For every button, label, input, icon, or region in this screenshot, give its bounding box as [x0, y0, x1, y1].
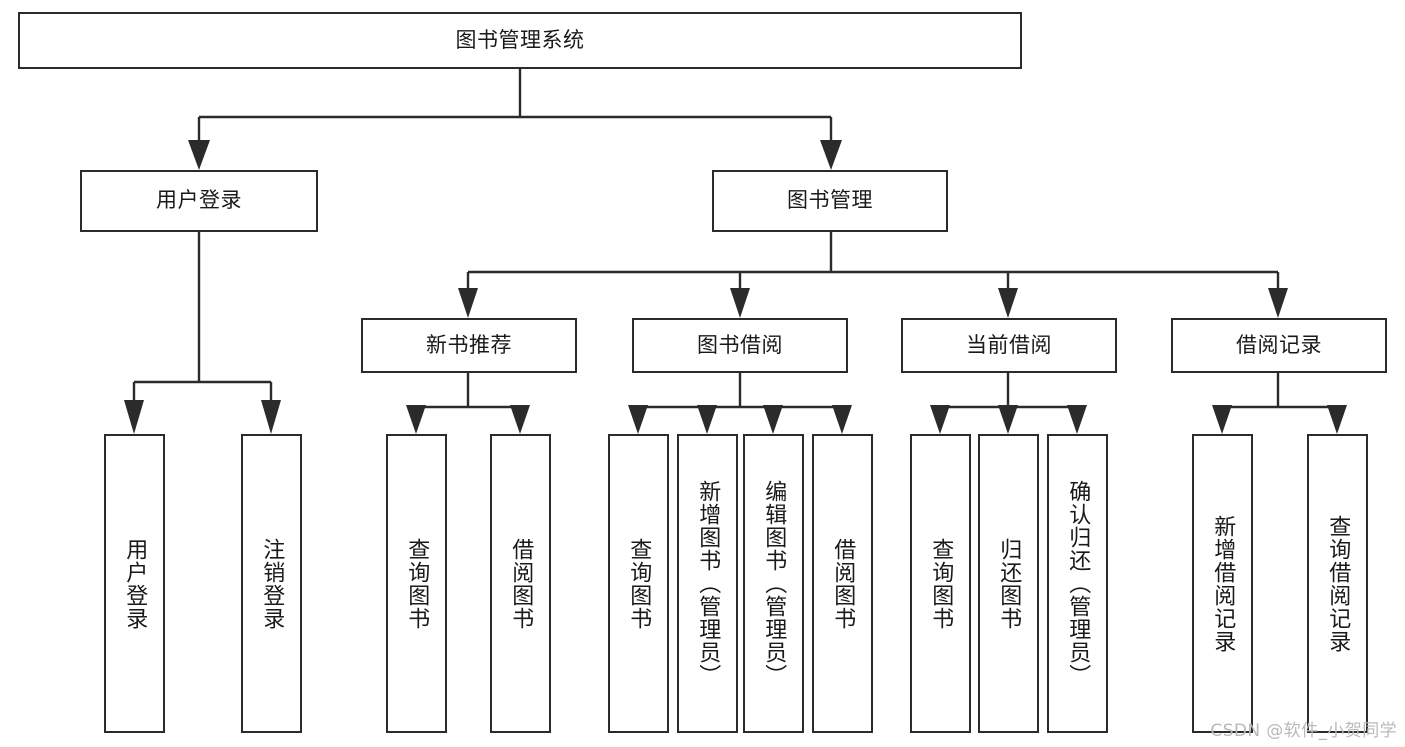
leaf-current-query-book[interactable]: 查询图书 [910, 434, 971, 733]
leaf-user-login-logout[interactable]: 注销登录 [241, 434, 302, 733]
arrowheads-userlogin [124, 400, 281, 434]
arrowheads-current [930, 405, 1087, 434]
node-label: 借阅记录 [1236, 332, 1322, 357]
node-root-system[interactable]: 图书管理系统 [18, 12, 1022, 69]
node-label: 查询图书 [928, 537, 954, 630]
node-label: 编辑图书（管理员） [761, 480, 787, 687]
leaf-record-add[interactable]: 新增借阅记录 [1192, 434, 1253, 733]
node-current-borrow[interactable]: 当前借阅 [901, 318, 1117, 373]
node-label: 查询图书 [626, 537, 652, 630]
node-label: 借阅图书 [508, 537, 534, 630]
arrowheads-newbook [406, 405, 530, 434]
node-label: 新增图书（管理员） [695, 480, 721, 687]
node-label: 确认归还（管理员） [1065, 480, 1091, 687]
connectors-record [1220, 373, 1339, 414]
arrowheads-record [1212, 405, 1347, 434]
leaf-borrow-add-book-admin[interactable]: 新增图书（管理员） [677, 434, 738, 733]
arrowheads-borrow [628, 405, 852, 434]
node-book-management[interactable]: 图书管理 [712, 170, 948, 232]
leaf-borrow-edit-book-admin[interactable]: 编辑图书（管理员） [743, 434, 804, 733]
connectors-root [197, 69, 833, 152]
leaf-current-confirm-return-admin[interactable]: 确认归还（管理员） [1047, 434, 1108, 733]
connectors-borrow [636, 373, 844, 414]
node-label: 图书管理系统 [455, 27, 585, 52]
node-label: 图书管理 [787, 188, 873, 213]
leaf-newbook-query[interactable]: 查询图书 [386, 434, 447, 733]
node-label: 用户登录 [122, 537, 148, 630]
leaf-user-login-login[interactable]: 用户登录 [104, 434, 165, 733]
node-new-book-recommend[interactable]: 新书推荐 [361, 318, 577, 373]
leaf-borrow-borrow-book[interactable]: 借阅图书 [812, 434, 873, 733]
leaf-current-return-book[interactable]: 归还图书 [978, 434, 1039, 733]
node-label: 当前借阅 [966, 332, 1052, 357]
node-borrow-record[interactable]: 借阅记录 [1171, 318, 1387, 373]
node-label: 查询图书 [404, 537, 430, 630]
connectors-userlogin [132, 232, 273, 405]
node-book-borrow[interactable]: 图书借阅 [632, 318, 848, 373]
node-label: 查询借阅记录 [1325, 514, 1351, 653]
node-user-login[interactable]: 用户登录 [80, 170, 318, 232]
node-label: 新增借阅记录 [1210, 514, 1236, 653]
connectors-newbook [414, 373, 522, 414]
arrowheads-level3 [458, 288, 1288, 318]
leaf-record-query[interactable]: 查询借阅记录 [1307, 434, 1368, 733]
leaf-newbook-borrow[interactable]: 借阅图书 [490, 434, 551, 733]
node-label: 图书借阅 [697, 332, 783, 357]
connectors-bookmgmt [466, 232, 1280, 292]
node-label: 归还图书 [996, 537, 1022, 630]
node-label: 注销登录 [259, 537, 285, 630]
leaf-borrow-query-book[interactable]: 查询图书 [608, 434, 669, 733]
node-label: 借阅图书 [830, 537, 856, 630]
node-label: 新书推荐 [426, 332, 512, 357]
node-label: 用户登录 [156, 188, 242, 213]
arrowheads-level2 [188, 140, 842, 170]
